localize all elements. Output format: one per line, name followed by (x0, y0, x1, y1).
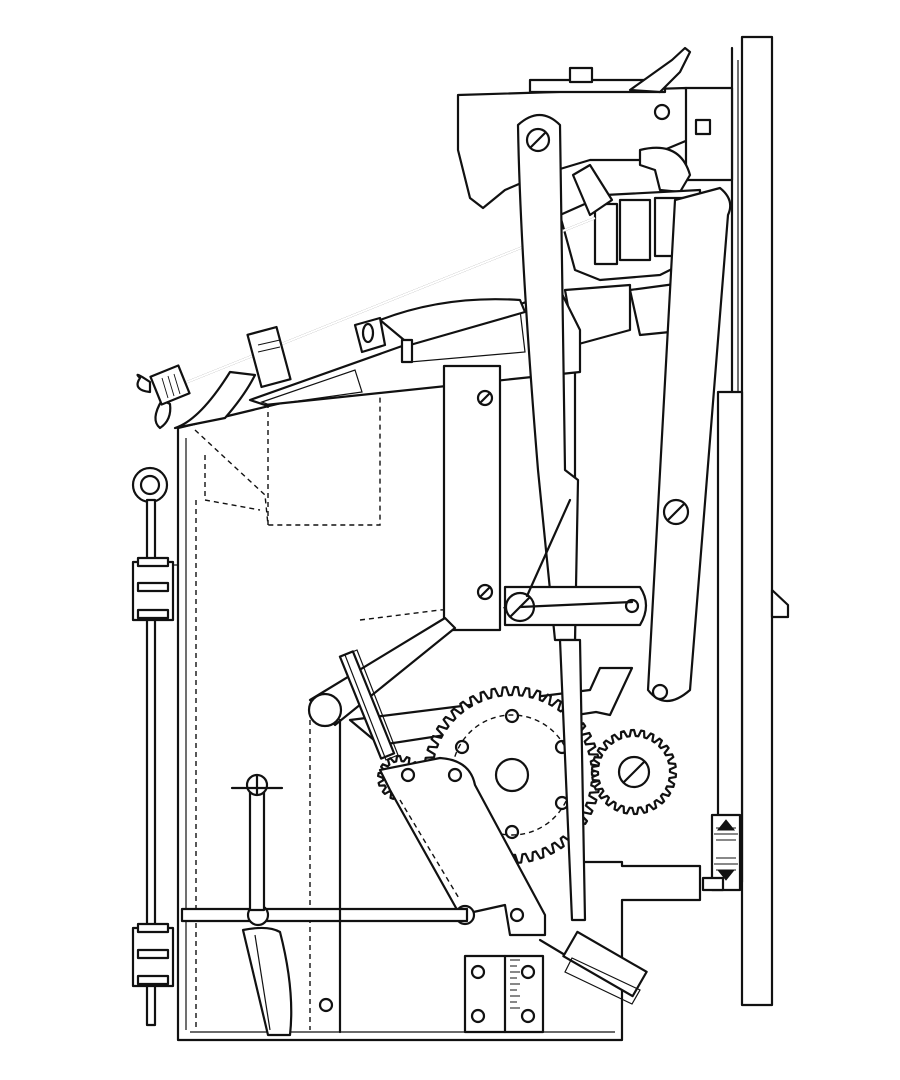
upper-hinge (131, 556, 178, 622)
hanging-rod (131, 466, 169, 1027)
handle (538, 930, 648, 1005)
wing-nut (136, 364, 191, 430)
crank-lever (378, 756, 547, 937)
inclined-pin (338, 649, 399, 761)
swing-arm (646, 186, 732, 703)
scale-plate (463, 954, 545, 1034)
stem-gauge (230, 773, 284, 912)
cross-rod (180, 903, 469, 927)
lower-hinge (131, 922, 175, 988)
slotted-link (503, 498, 648, 627)
vertical-lever (516, 113, 580, 642)
top-housing (456, 46, 734, 210)
lower-hole (318, 718, 342, 1034)
pendulum-weight (241, 926, 293, 1037)
rod-collar (173, 325, 292, 430)
base-board (716, 35, 790, 1007)
board-clip (701, 813, 742, 892)
small-gear (590, 728, 678, 816)
pointer-bar (558, 638, 587, 922)
bracket-plate (442, 364, 502, 632)
